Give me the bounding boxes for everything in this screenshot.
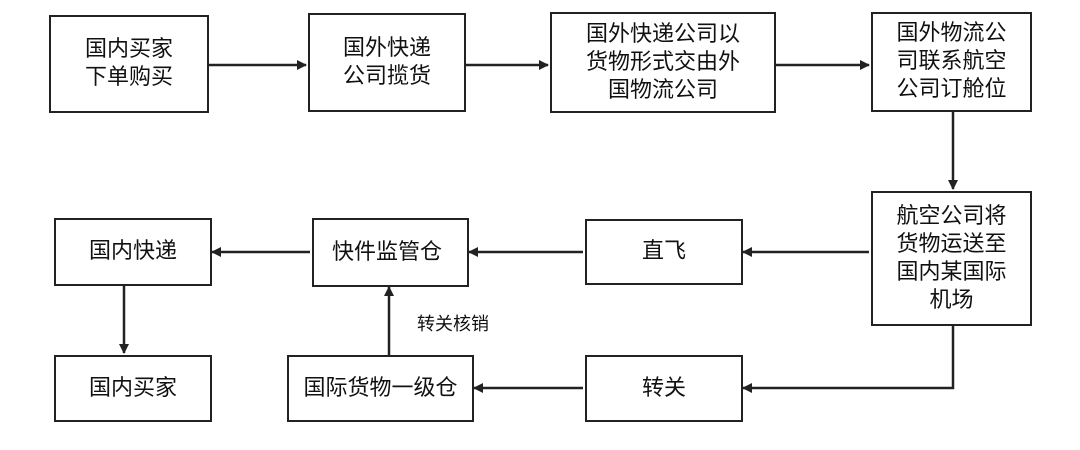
node-first-level-warehouse: 国际货物一级仓 [287,355,474,422]
node-transfer: 转关 [585,355,743,422]
node-handover: 国外快递公司以 货物形式交由外 国物流公司 [550,12,776,113]
node-express-warehouse-label: 快件监管仓 [332,239,443,265]
node-air-transport-label: 航空公司将 货物运送至 国内某国际 机场 [896,203,1007,313]
node-first-level-warehouse-label: 国际货物一级仓 [303,375,458,401]
node-buyer-order-label: 国内买家 下单购买 [84,37,173,90]
edge-label-customs-writeoff: 转关核销 [417,314,489,335]
node-book-space-label: 国外物流公 司联系航空 公司订舱位 [896,21,1007,102]
node-express-pickup-label: 国外快递 公司揽货 [342,35,431,89]
node-domestic-buyer-label: 国内买家 [88,375,177,401]
node-buyer-order: 国内买家 下单购买 [49,15,209,113]
arrow-air-to-transfer [742,326,955,393]
node-express-pickup: 国外快递 公司揽货 [308,13,466,112]
node-direct-flight-label: 直飞 [641,239,686,264]
node-transfer-label: 转关 [641,375,686,401]
node-domestic-express-label: 国内快递 [88,239,177,264]
node-direct-flight: 直飞 [585,219,743,285]
node-express-warehouse: 快件监管仓 [312,218,469,287]
node-air-transport: 航空公司将 货物运送至 国内某国际 机场 [871,191,1032,326]
node-book-space: 国外物流公 司联系航空 公司订舱位 [871,12,1032,112]
node-domestic-express: 国内快递 [54,218,212,286]
node-handover-label: 国外快递公司以 货物形式交由外 国物流公司 [585,21,740,103]
node-domestic-buyer: 国内买家 [54,355,212,422]
